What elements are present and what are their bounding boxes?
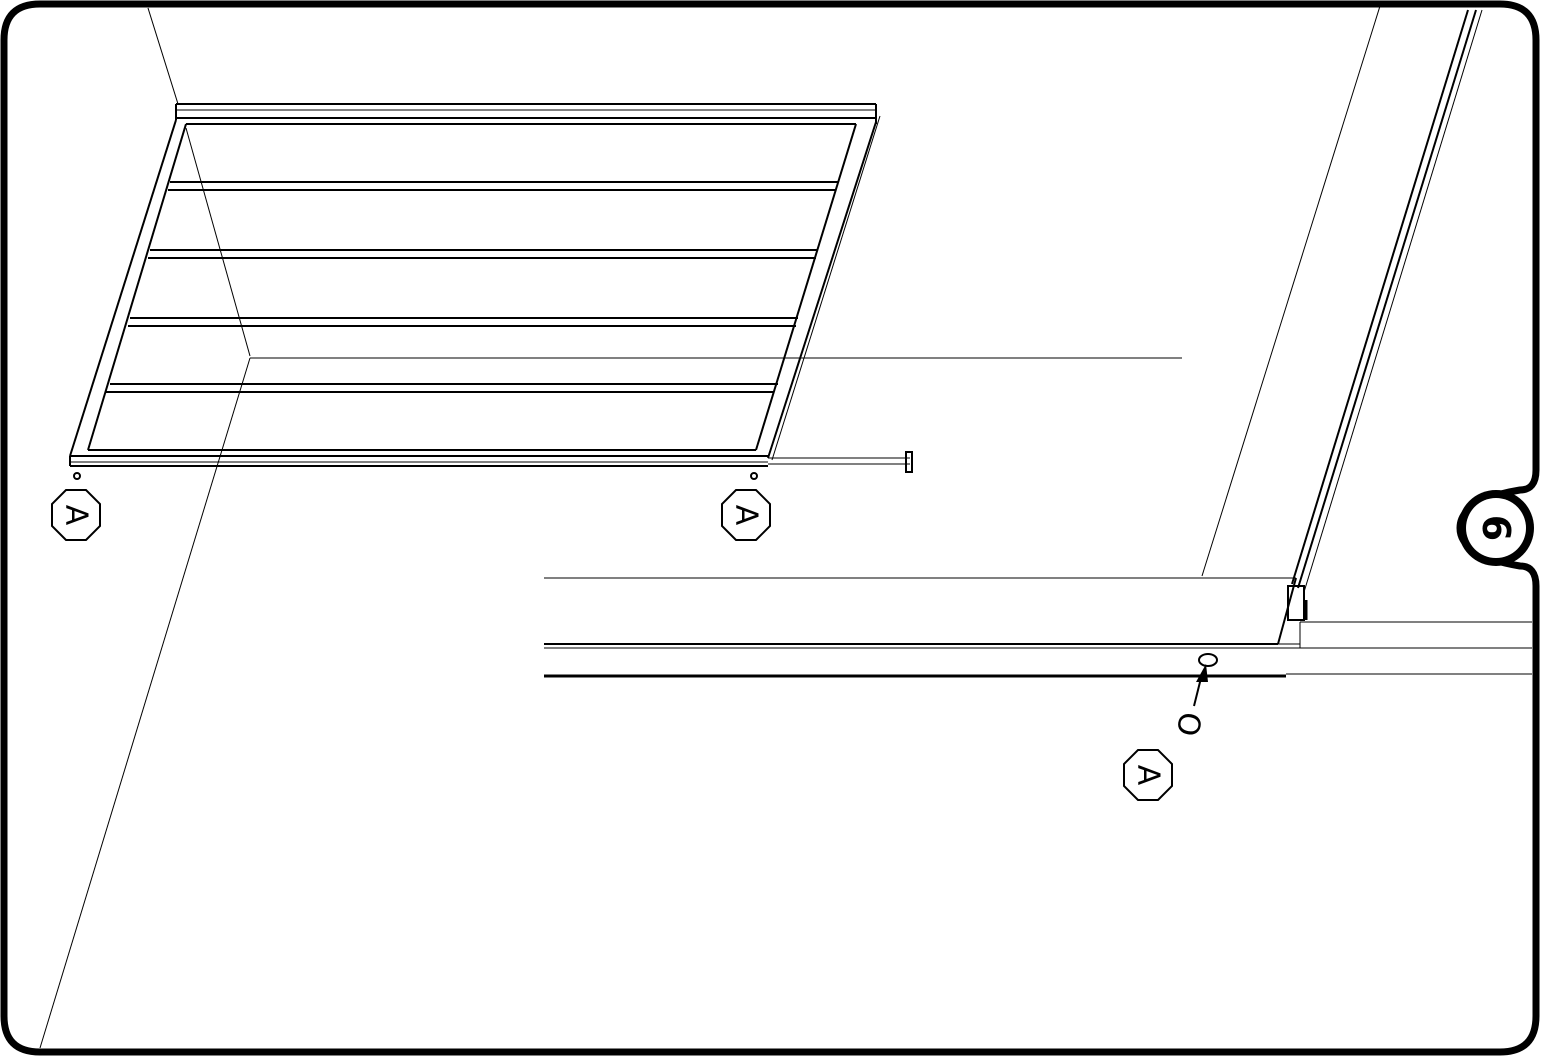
bolt-symbol: O [1169,709,1208,738]
step-badge: 6 [1458,490,1534,566]
bolt-pointer: O [1169,664,1208,739]
floor-rail [544,577,1532,678]
callout-a-left: A [51,489,101,541]
shelf-frame [69,103,913,480]
step-number: 6 [1474,515,1518,541]
callout-a-left-label: A [59,505,94,526]
callout-a-right-label: A [729,505,764,526]
door-panel-edge [1287,9,1483,621]
room-edges [39,5,1381,1049]
callout-a-right: A [721,489,771,541]
rail-bolt-hole [1198,653,1218,667]
callout-a-rail: A [1123,749,1173,801]
callout-a-rail-label: A [1131,765,1166,786]
